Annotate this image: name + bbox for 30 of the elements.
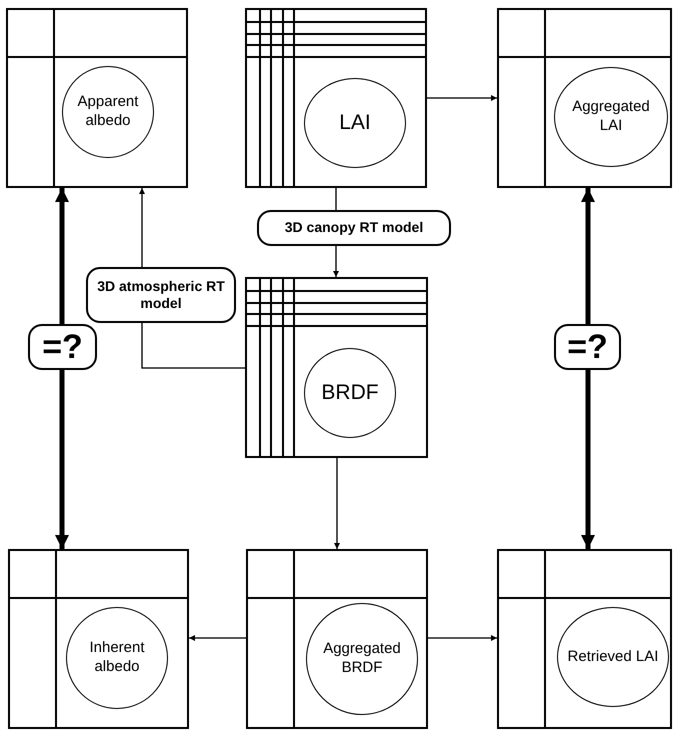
grid-box	[245, 277, 428, 458]
model-label: 3D canopy RT model	[257, 210, 451, 246]
variable-circle: BRDF	[304, 348, 396, 438]
grid-box	[8, 549, 189, 729]
thick-arrow	[581, 188, 595, 324]
arrow	[189, 635, 246, 641]
grid-box	[245, 8, 427, 188]
connector-line	[335, 188, 337, 210]
grid-box	[497, 8, 672, 188]
thick-arrow	[581, 370, 595, 549]
variable-circle: Retrieved LAI	[557, 607, 669, 707]
model-label: =?	[28, 324, 97, 370]
model-label: =?	[554, 324, 621, 370]
model-label: 3D atmospheric RT model	[86, 267, 236, 323]
arrow	[334, 458, 340, 549]
variable-circle: Inherent albedo	[66, 607, 168, 709]
variable-circle: Aggregated LAI	[554, 67, 668, 167]
grid-box	[497, 549, 672, 729]
variable-circle: LAI	[304, 78, 406, 168]
arrow	[333, 246, 339, 277]
arrow	[427, 95, 497, 101]
variable-circle: Apparent albedo	[62, 66, 154, 158]
variable-circle: Aggregated BRDF	[306, 603, 418, 715]
grid-box	[246, 549, 428, 729]
thick-arrow	[55, 370, 69, 549]
arrow	[139, 188, 145, 267]
connector-line	[141, 323, 245, 369]
grid-box	[6, 8, 188, 188]
thick-arrow	[55, 188, 69, 324]
arrow	[428, 635, 497, 641]
